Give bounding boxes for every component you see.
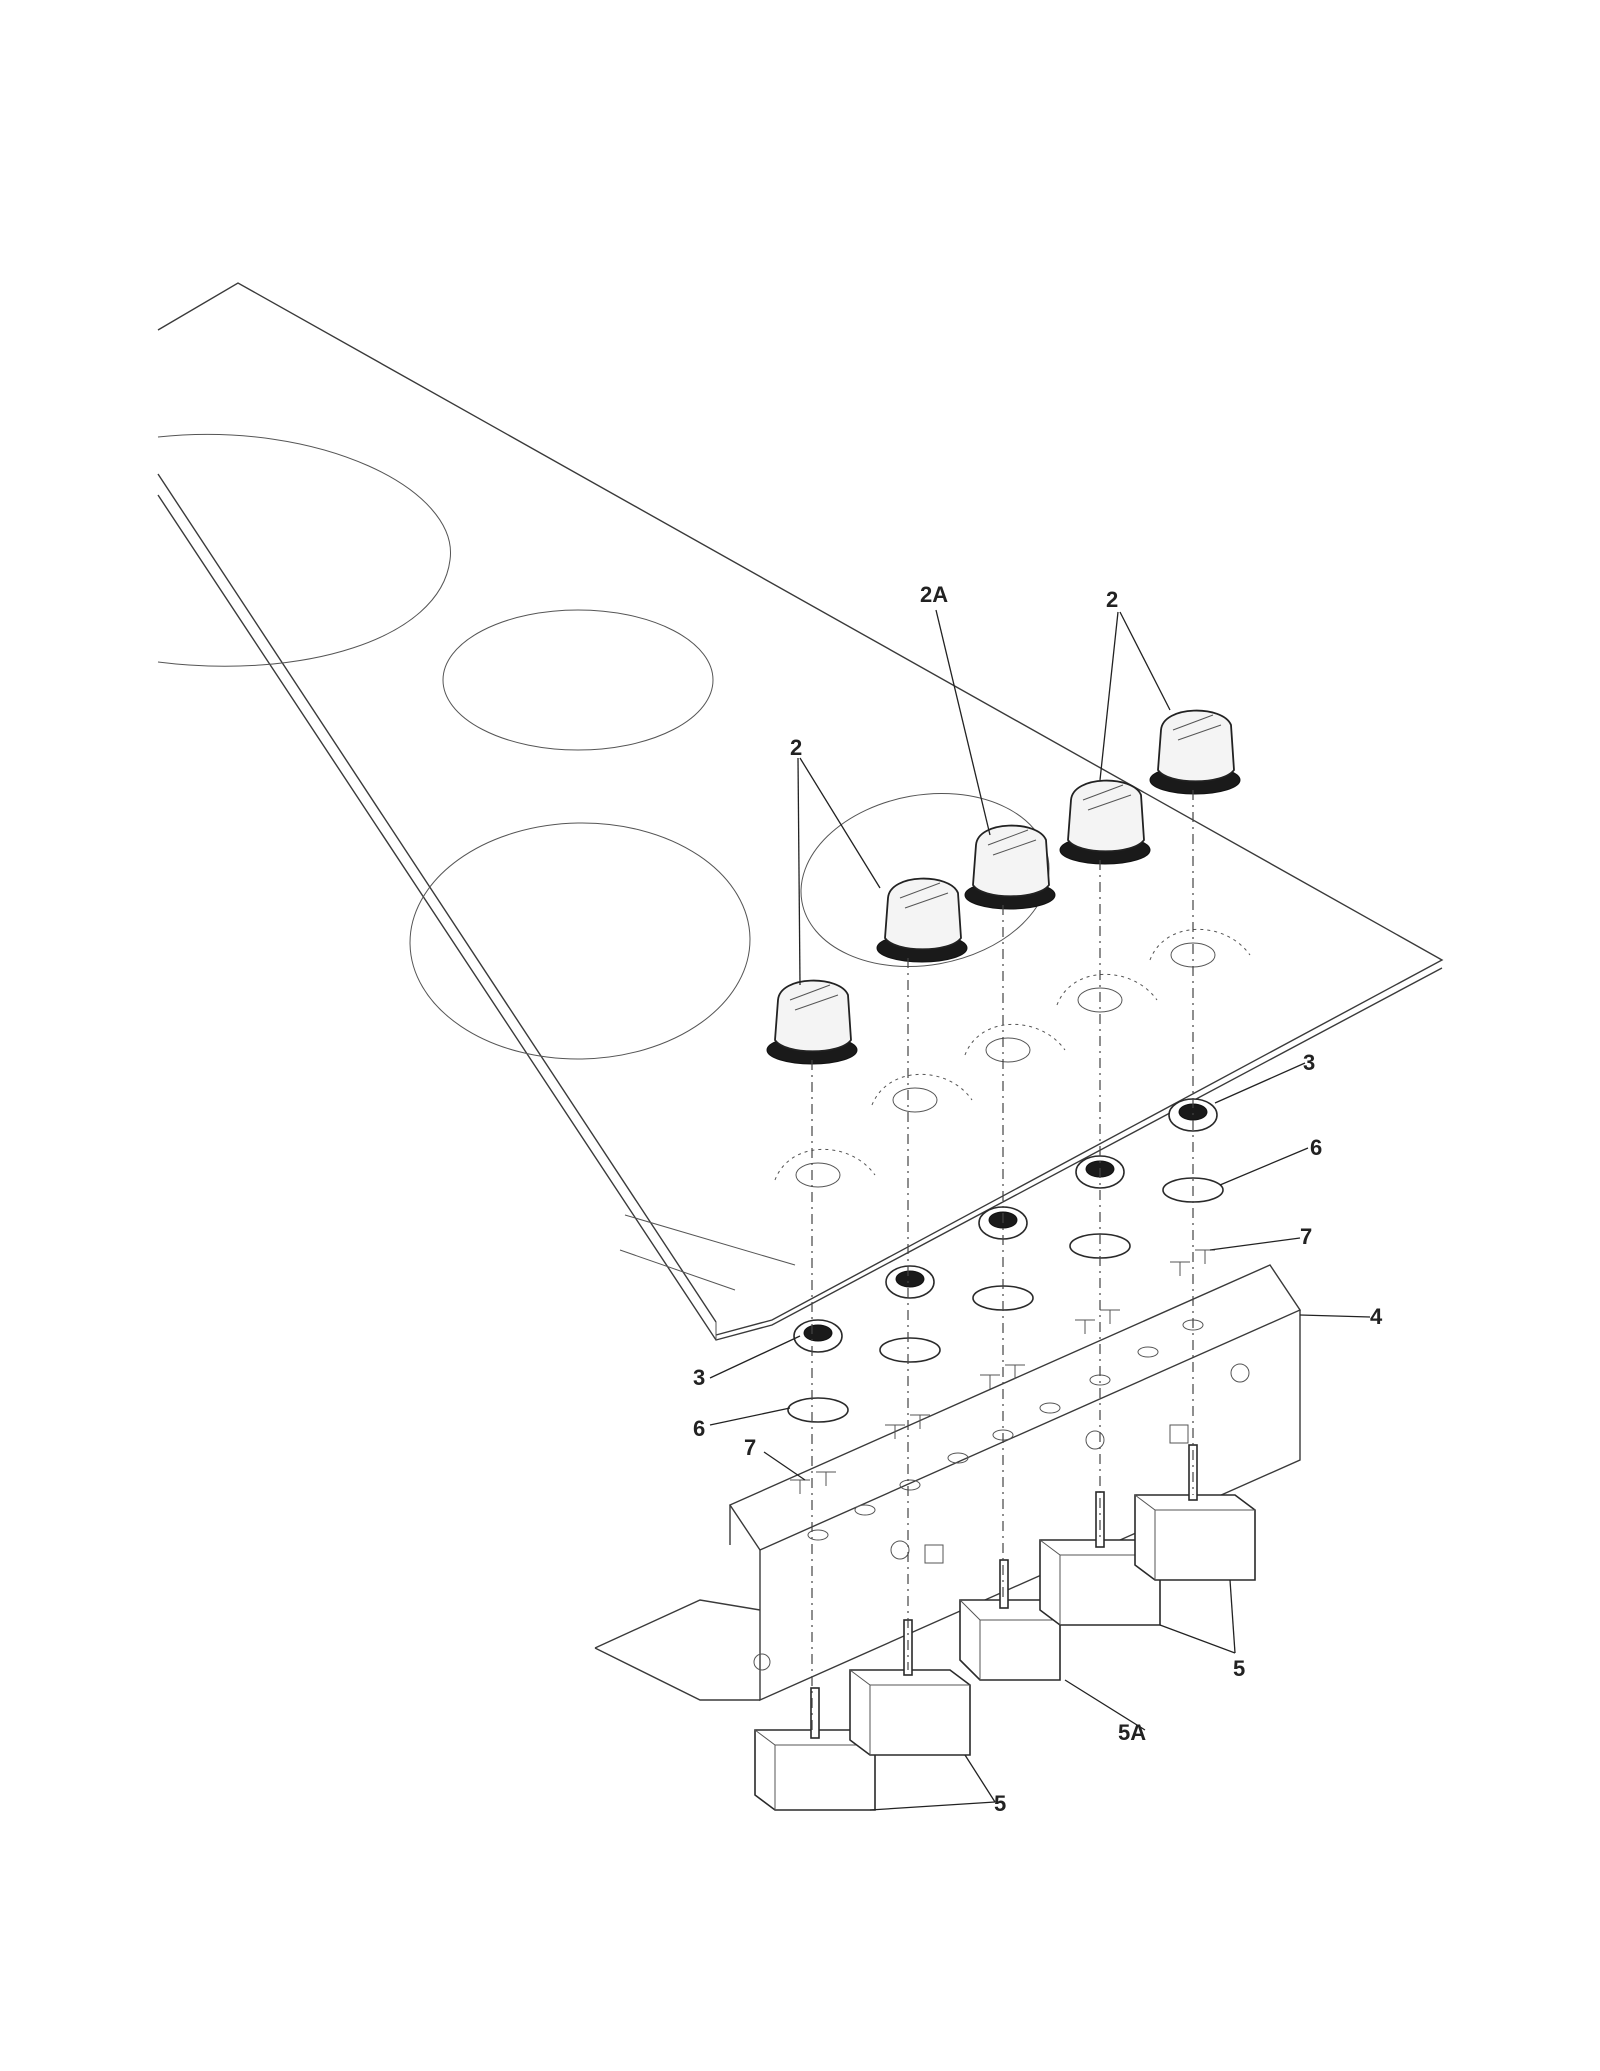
- callout-3-right: 3: [1303, 1050, 1315, 1075]
- callout-7-right: 7: [1300, 1224, 1312, 1249]
- leader-lines: [709, 609, 1371, 1811]
- callouts: 2 2A 2 3 6 7 4 3 6 7 5 5A 5: [693, 582, 1383, 1816]
- callout-6-left: 6: [693, 1416, 705, 1441]
- switch-5-left-rear: [849, 1619, 971, 1756]
- knob-4: [1059, 779, 1151, 865]
- callout-4: 4: [1370, 1304, 1383, 1329]
- knob-2: [876, 877, 968, 963]
- switch-5-right-rear: [1134, 1444, 1256, 1581]
- callout-5-right: 5: [1233, 1656, 1245, 1681]
- switch-5-left-front: [754, 1687, 876, 1811]
- control-markings: [619, 928, 1251, 1291]
- callout-6-right: 6: [1310, 1135, 1322, 1160]
- knob-1: [766, 979, 858, 1065]
- knob-2a: [964, 824, 1056, 910]
- knob-5: [1149, 709, 1241, 795]
- cooktop-glass: [157, 282, 1444, 1341]
- callout-2-left: 2: [790, 735, 802, 760]
- burner-large-rear: [157, 433, 451, 667]
- callout-5a: 5A: [1118, 1720, 1146, 1745]
- assembly-axes: [811, 790, 1194, 1730]
- control-bracket: [594, 1264, 1302, 1702]
- callout-5-left: 5: [994, 1791, 1006, 1816]
- callout-7-left: 7: [744, 1435, 756, 1460]
- retainers: [787, 1177, 1224, 1423]
- burner-large-front: [409, 822, 751, 1060]
- callout-2a: 2A: [920, 582, 948, 607]
- callout-3-left: 3: [693, 1365, 705, 1390]
- callout-2-right: 2: [1106, 587, 1118, 612]
- burner-small-rear: [442, 609, 714, 751]
- bezels: [793, 1098, 1218, 1353]
